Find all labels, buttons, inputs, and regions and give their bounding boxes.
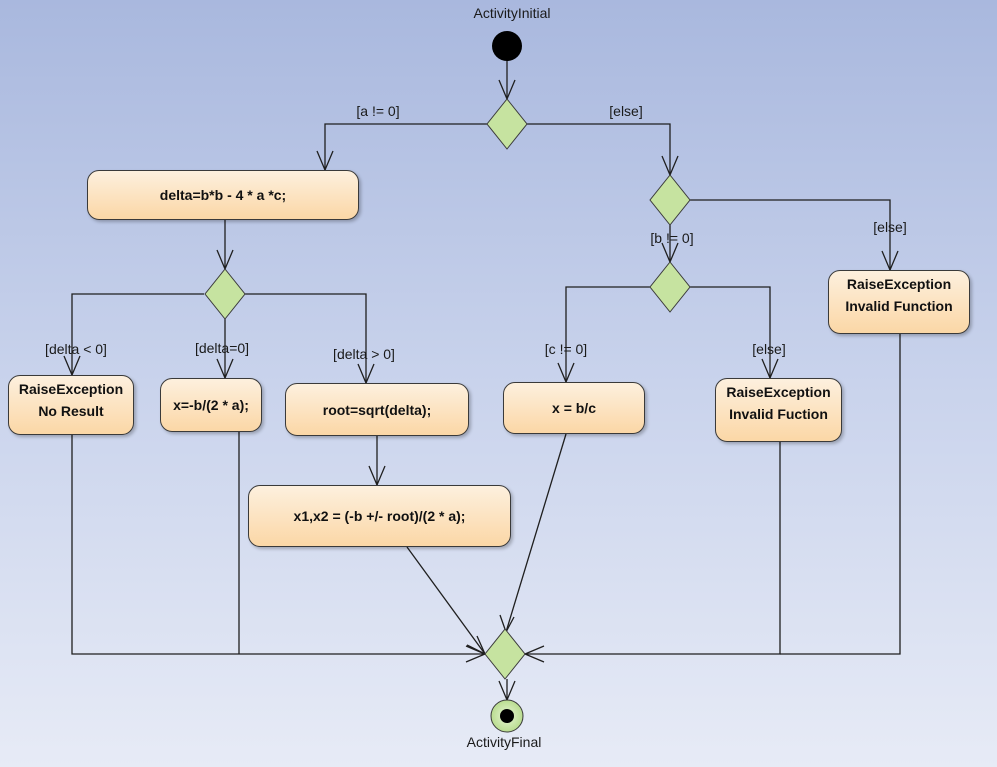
activity-raise-invalid-function-text: RaiseException Invalid Function [845,276,953,314]
activity-x-bc[interactable]: x = b/c [503,382,645,434]
guard-else-3: [else] [752,341,786,357]
guard-delta-gt-zero: [delta > 0] [333,346,395,362]
guard-b-not-zero: [b != 0] [650,230,694,246]
control-flows [71,61,901,700]
merge-node[interactable] [484,628,526,680]
flow-c-not-zero [565,286,650,382]
guard-delta-lt-zero: [delta < 0] [45,341,107,357]
activity-x-bc-text: x = b/c [552,400,596,416]
decision-b[interactable] [649,174,691,226]
activity-raise-invalid-fuction[interactable]: RaiseException Invalid Fuction [715,378,842,442]
flow-else-3 [690,286,771,378]
final-node[interactable] [490,699,524,733]
guard-else-2: [else] [873,219,907,235]
activity-x1x2[interactable]: x1,x2 = (-b +/- root)/(2 * a); [248,485,511,547]
guard-c-not-zero: [c != 0] [544,341,588,357]
activity-compute-delta[interactable]: delta=b*b - 4 * a *c; [87,170,359,220]
flow-x1x2-to-merge [406,546,486,655]
flow-d2-else [690,199,891,270]
flow-invalid-function-to-merge [780,334,901,655]
decision-c[interactable] [649,261,691,313]
decision-nodes [204,98,691,680]
flow-delta-lt-zero [71,293,204,375]
guard-delta-eq-zero: [delta=0] [194,340,250,356]
activity-compute-delta-text: delta=b*b - 4 * a *c; [159,187,287,203]
flow-no-result-to-merge [71,435,485,655]
final-node-label: ActivityFinal [466,734,542,750]
flow-xbc-to-merge [505,433,567,633]
activity-raise-invalid-fuction-text: RaiseException Invalid Fuction [726,384,831,422]
flow-else-1 [527,123,671,175]
activity-x-single[interactable]: x=-b/(2 * a); [160,378,262,432]
guard-a-not-zero: [a != 0] [356,103,400,119]
initial-node-label: ActivityInitial [473,5,551,21]
activity-raise-no-result-text: RaiseException No Result [18,381,124,419]
guard-else-1: [else] [609,103,643,119]
activity-x1x2-text: x1,x2 = (-b +/- root)/(2 * a); [293,508,466,524]
activity-raise-no-result[interactable]: RaiseException No Result [8,375,134,435]
flow-invalid-fuction-to-merge [525,442,781,655]
activity-root[interactable]: root=sqrt(delta); [285,383,469,436]
decision-delta[interactable] [204,268,246,320]
initial-node[interactable] [492,31,522,61]
flow-delta-gt-zero [245,293,367,383]
activity-raise-invalid-function[interactable]: RaiseException Invalid Function [828,270,970,334]
activity-root-text: root=sqrt(delta); [322,401,432,418]
flow-a-not-zero [324,123,487,170]
activity-x-single-text: x=-b/(2 * a); [173,397,249,413]
decision-a[interactable] [486,98,528,150]
